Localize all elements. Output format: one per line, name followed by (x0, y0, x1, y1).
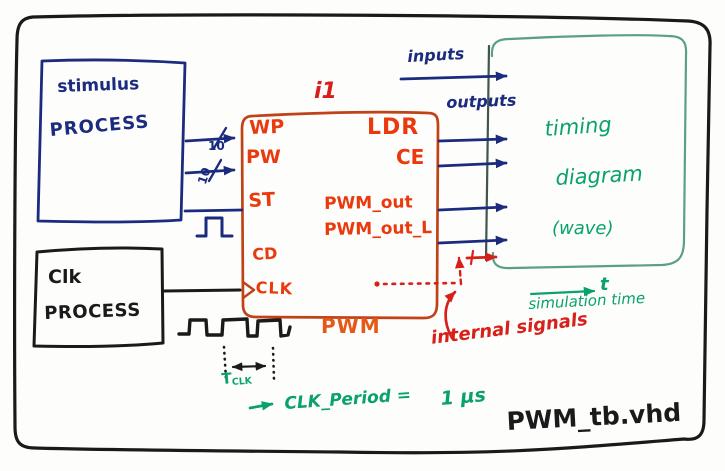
port-ldr: LDR (367, 115, 420, 140)
pw-bus-slash (207, 158, 223, 183)
pw-bus-line (184, 165, 236, 176)
port-st: ST (247, 188, 276, 212)
tclk-label: TCLK (221, 369, 253, 388)
inputs-label: inputs (406, 44, 465, 66)
wp-bus-width: 10 (208, 139, 225, 153)
pwm-out-arrow (437, 202, 508, 213)
outputs-label: outputs (445, 90, 517, 112)
clk-process-label-2: PROCESS (43, 299, 142, 324)
internal-signal-dotted (382, 281, 462, 286)
ce-arrow (437, 158, 508, 169)
port-pwm-out: PWM_out (323, 192, 413, 214)
time-axis-arrow (529, 286, 596, 297)
dut-instance-label: i1 (314, 79, 337, 104)
port-pw: PW (246, 146, 281, 168)
dut-component-label: PWM (321, 314, 381, 338)
port-ce: CE (396, 145, 425, 169)
inputs-arrow (399, 71, 508, 82)
clk-wire (162, 288, 242, 293)
clock-waveform-icon (177, 317, 292, 338)
port-wp: WP (248, 115, 285, 139)
pwm-out-l-arrow (437, 235, 508, 246)
tclk-dotted-left (222, 345, 228, 381)
dut-box (240, 110, 440, 320)
tclk-subscript: CLK (231, 375, 253, 388)
stimulus-process-label-1: stimulus (56, 74, 140, 97)
timing-box-label-2: diagram (554, 161, 644, 190)
time-axis-symbol: t (600, 274, 609, 295)
wp-bus-slash (212, 126, 228, 150)
tclk-measure-arrow (231, 361, 267, 372)
internal-signal-dot (374, 281, 380, 287)
tclk-dotted-right (271, 346, 276, 382)
clk-process-label-1: Clk (48, 266, 82, 288)
signal-collector-line (484, 44, 491, 262)
clk-period-arrow (248, 401, 274, 411)
outer-border (13, 13, 712, 455)
port-clk: CLK (255, 278, 294, 299)
port-cd: CD (251, 243, 278, 264)
pulse-icon (195, 216, 234, 238)
clk-process-box (32, 246, 165, 349)
internal-signals-callout-arrow (444, 290, 457, 340)
internal-signal-dashed-up (454, 256, 465, 286)
st-line (183, 208, 244, 213)
timing-diagram-box (490, 34, 688, 270)
internal-signal-to-wave-arrow (465, 252, 498, 263)
ldr-arrow (437, 134, 508, 145)
clock-edge-symbol (241, 280, 256, 300)
wp-bus-line (184, 133, 236, 144)
stimulus-process-box (36, 58, 187, 224)
timing-box-label-1: timing (543, 112, 613, 141)
clk-period-value: 1 μs (439, 384, 487, 410)
port-pwm-out-l: PWM_out_L (323, 218, 433, 240)
timing-box-label-3: (wave) (552, 218, 614, 239)
